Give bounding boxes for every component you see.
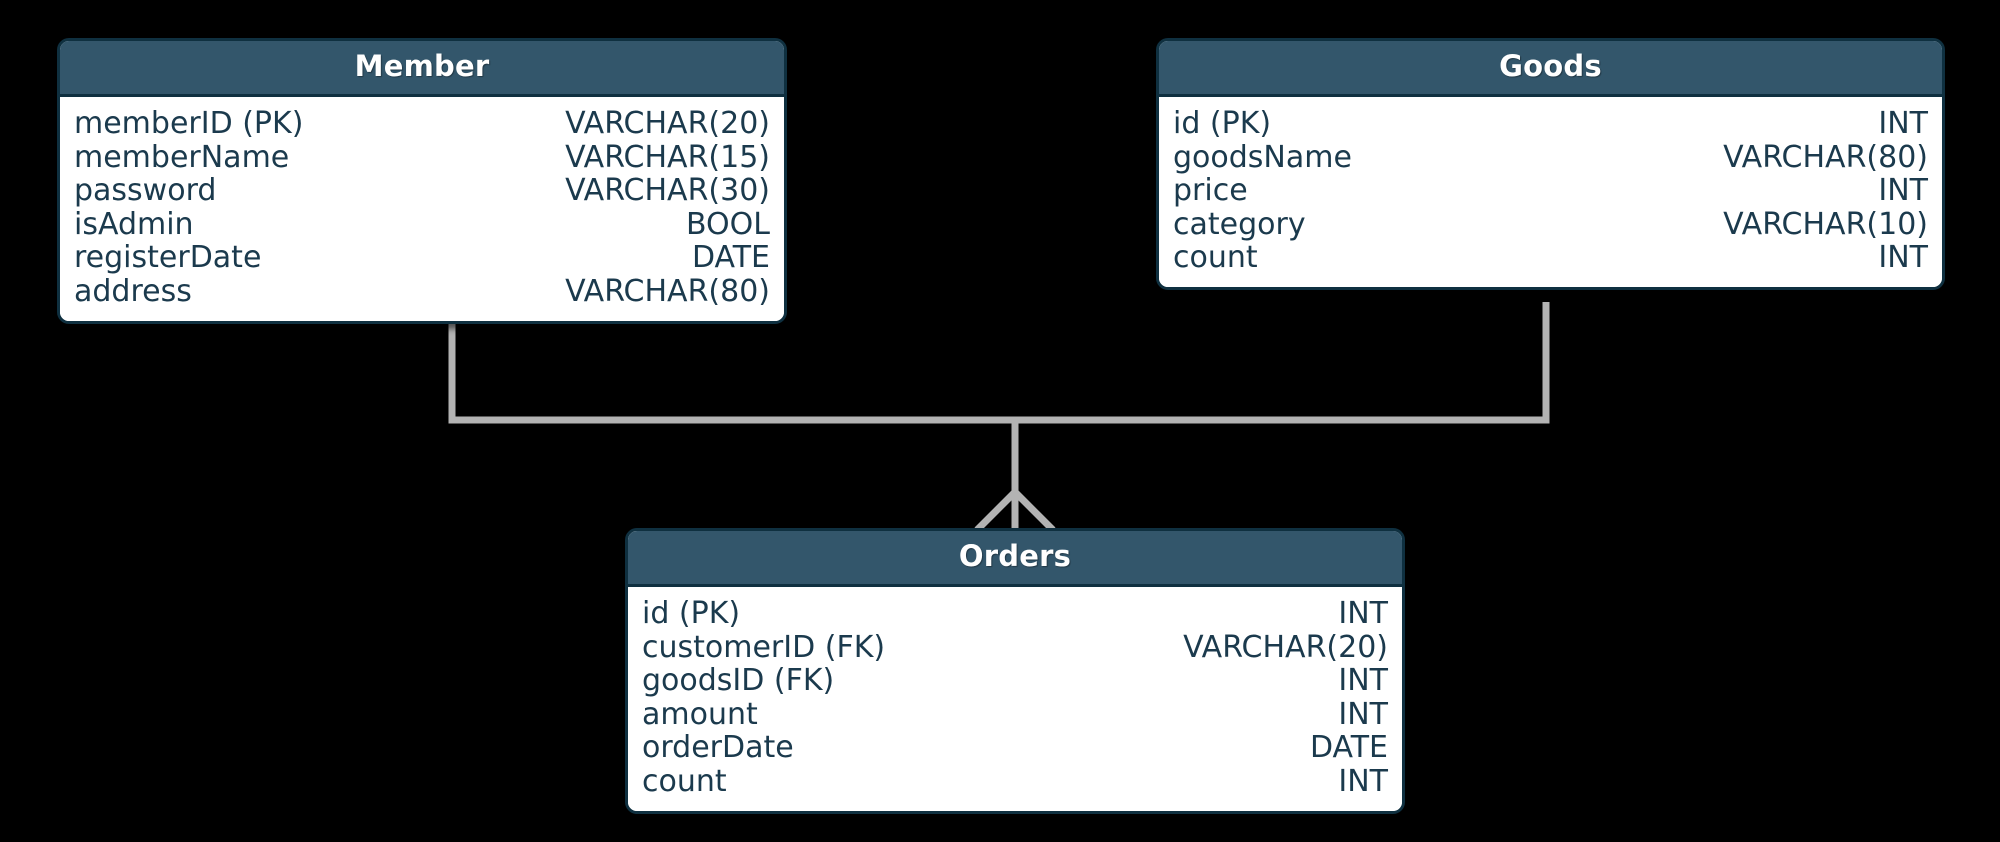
attribute-row: registerDate DATE bbox=[74, 241, 770, 275]
attribute-row: goodsName VARCHAR(80) bbox=[1173, 139, 1928, 175]
crows-foot-many-icon bbox=[974, 489, 1056, 533]
attribute-row: memberName VARCHAR(15) bbox=[74, 139, 770, 175]
attribute-row: price INT bbox=[1173, 174, 1928, 208]
attribute-name: id (PK) bbox=[642, 596, 741, 631]
attribute-name: goodsID (FK) bbox=[642, 663, 835, 699]
entity-title-orders: Orders bbox=[628, 531, 1402, 587]
attribute-row: id (PK) INT bbox=[642, 597, 1388, 631]
entity-table-orders[interactable]: Orders id (PK) INT customerID (FK) VARCH… bbox=[625, 528, 1405, 814]
attribute-type: INT bbox=[1878, 173, 1928, 209]
entity-attributes-orders: id (PK) INT customerID (FK) VARCHAR(20) … bbox=[628, 587, 1402, 811]
attribute-type: BOOL bbox=[686, 206, 770, 242]
entity-attributes-goods: id (PK) INT goodsName VARCHAR(80) price … bbox=[1159, 97, 1942, 287]
attribute-name: registerDate bbox=[74, 240, 262, 276]
entity-attributes-member: memberID (PK) VARCHAR(20) memberName VAR… bbox=[60, 97, 784, 321]
attribute-name: count bbox=[1173, 240, 1258, 276]
attribute-type: VARCHAR(20) bbox=[565, 106, 770, 141]
attribute-name: memberID (PK) bbox=[74, 106, 304, 141]
attribute-row: amount INT bbox=[642, 698, 1388, 732]
attribute-name: memberName bbox=[74, 139, 290, 175]
attribute-type: DATE bbox=[691, 240, 770, 276]
attribute-type: INT bbox=[1338, 696, 1388, 732]
attribute-type: INT bbox=[1338, 663, 1388, 699]
relationship-member-orders bbox=[448, 318, 1015, 424]
attribute-name: orderDate bbox=[642, 730, 794, 766]
entity-table-member[interactable]: Member memberID (PK) VARCHAR(20) memberN… bbox=[57, 38, 787, 324]
attribute-row: category VARCHAR(10) bbox=[1173, 208, 1928, 242]
relationship-drop-to-orders bbox=[974, 420, 1056, 533]
attribute-row: count INT bbox=[642, 765, 1388, 799]
entity-table-goods[interactable]: Goods id (PK) INT goodsName VARCHAR(80) … bbox=[1156, 38, 1945, 290]
attribute-row: orderDate DATE bbox=[642, 731, 1388, 765]
attribute-name: price bbox=[1173, 173, 1248, 209]
attribute-type: VARCHAR(15) bbox=[565, 139, 770, 175]
entity-title-member: Member bbox=[60, 41, 784, 97]
attribute-name: customerID (FK) bbox=[642, 629, 886, 665]
attribute-type: VARCHAR(20) bbox=[1183, 629, 1388, 665]
attribute-row: goodsID (FK) INT bbox=[642, 664, 1388, 698]
attribute-name: isAdmin bbox=[74, 206, 194, 242]
attribute-type: VARCHAR(30) bbox=[565, 173, 770, 209]
attribute-name: address bbox=[74, 273, 192, 309]
attribute-name: goodsName bbox=[1173, 139, 1352, 175]
attribute-type: VARCHAR(80) bbox=[565, 273, 770, 309]
attribute-row: id (PK) INT bbox=[1173, 107, 1928, 141]
attribute-row: isAdmin BOOL bbox=[74, 208, 770, 242]
entity-title-goods: Goods bbox=[1159, 41, 1942, 97]
attribute-type: INT bbox=[1878, 240, 1928, 276]
attribute-type: INT bbox=[1338, 763, 1388, 799]
attribute-type: DATE bbox=[1309, 730, 1388, 766]
attribute-row: address VARCHAR(80) bbox=[74, 275, 770, 309]
attribute-type: VARCHAR(10) bbox=[1723, 206, 1928, 242]
attribute-row: count INT bbox=[1173, 241, 1928, 275]
attribute-type: INT bbox=[1338, 596, 1388, 631]
attribute-row: customerID (FK) VARCHAR(20) bbox=[642, 629, 1388, 665]
attribute-name: amount bbox=[642, 696, 758, 732]
attribute-name: password bbox=[74, 173, 217, 209]
attribute-type: INT bbox=[1878, 106, 1928, 141]
attribute-name: id (PK) bbox=[1173, 106, 1272, 141]
attribute-row: password VARCHAR(30) bbox=[74, 174, 770, 208]
attribute-row: memberID (PK) VARCHAR(20) bbox=[74, 107, 770, 141]
relationship-goods-orders bbox=[1015, 302, 1550, 424]
attribute-name: count bbox=[642, 763, 727, 799]
attribute-type: VARCHAR(80) bbox=[1723, 139, 1928, 175]
attribute-name: category bbox=[1173, 206, 1306, 242]
